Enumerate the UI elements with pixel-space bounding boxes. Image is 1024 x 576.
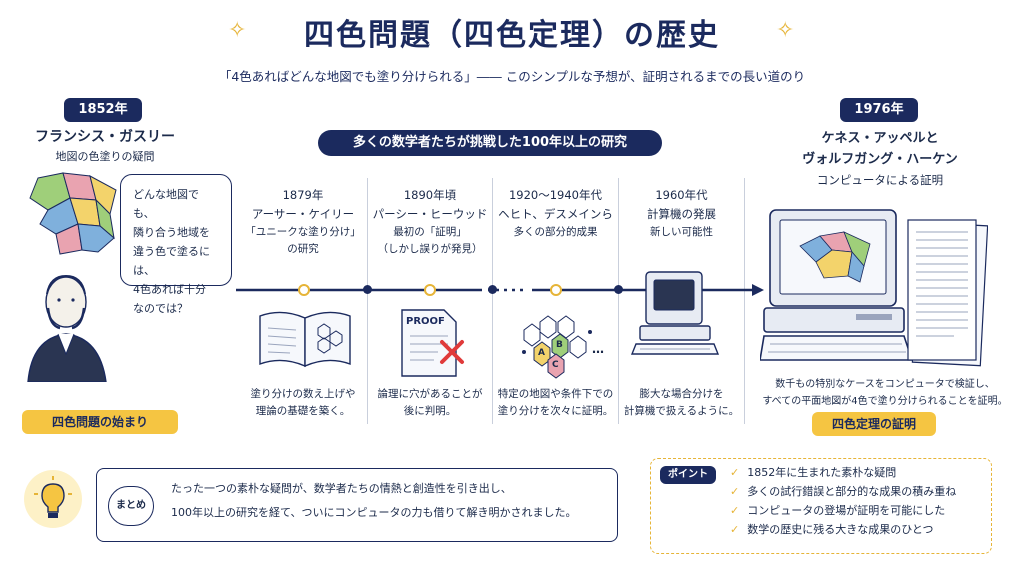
column-1879: 1879年 アーサー・ケイリー 「ユニークな塗り分け」 の研究 — [243, 186, 363, 258]
timeline-line — [236, 284, 764, 296]
summary-tag: まとめ — [108, 486, 154, 526]
detail-line: 塗り分けの数え上げや — [250, 388, 356, 400]
error-cross-icon — [440, 340, 464, 364]
check-icon: ✓ — [730, 485, 740, 498]
hexagon-graph-icon: A B C … — [504, 312, 614, 380]
column-1960: 1960年代 計算機の発展 新しい可能性 — [620, 186, 743, 241]
column-divider — [618, 178, 619, 424]
bubble-line: 隣り合う地域を — [133, 226, 210, 239]
column-year: 1879年 — [282, 188, 324, 202]
column-line: 新しい可能性 — [650, 226, 713, 238]
hex-label-c: C — [552, 360, 559, 370]
column-year: 1960年代 — [655, 188, 708, 202]
page-title: 四色問題（四色定理）の歴史 — [304, 18, 720, 53]
column-divider — [492, 178, 493, 424]
column-1890: 1890年頃 パーシー・ヒーウッド 最初の「証明」 （しかし誤りが発見） — [369, 186, 491, 258]
points-tag: ポイント — [660, 466, 716, 484]
point-item: ✓ コンピュータの登場が証明を可能にした — [730, 501, 986, 520]
proof-label: PROOF — [406, 316, 445, 327]
timeline-dot — [363, 285, 372, 294]
hex-label-a: A — [538, 348, 545, 358]
timeline-marker-1890 — [424, 284, 436, 296]
point-text: 1852年に生まれた素朴な疑問 — [747, 466, 897, 479]
column-line: パーシー・ヒーウッド — [372, 207, 488, 221]
point-text: コンピュータの登場が証明を可能にした — [747, 504, 946, 517]
hex-label-b: B — [556, 340, 563, 350]
point-item: ✓ 数学の歴史に残る大きな成果のひとつ — [730, 520, 986, 539]
year-badge-1852: 1852年 — [64, 98, 142, 122]
page-subtitle: 「4色あればどんな地図でも塗り分けられる」―― このシンプルな予想が、証明される… — [218, 69, 806, 84]
column-1920-detail: 特定の地図や条件下での 塗り分けを次々に証明。 — [494, 386, 617, 420]
column-1890-detail: 論理に穴があることが 後に判明。 — [369, 386, 491, 420]
point-text: 多くの試行錯誤と部分的な成果の積み重ね — [747, 485, 957, 498]
research-banner: 多くの数学者たちが挑戦した100年以上の研究 — [318, 130, 662, 156]
map-illustration-icon — [29, 172, 117, 255]
proof-label-badge: 四色定理の証明 — [812, 412, 936, 436]
column-line: 「ユニークな塗り分け」 — [245, 226, 361, 238]
guthrie-name: フランシス・ガスリー — [35, 129, 175, 145]
column-line: 計算機の発展 — [647, 207, 716, 221]
point-text: 数学の歴史に残る大きな成果のひとつ — [747, 523, 934, 536]
timeline-dot — [614, 285, 623, 294]
points-list: ✓ 1852年に生まれた素朴な疑問 ✓ 多くの試行錯誤と部分的な成果の積み重ね ✓ コ… — [730, 463, 986, 539]
column-line: 多くの部分的成果 — [513, 226, 598, 238]
hex-more: … — [592, 342, 604, 356]
bubble-line: どんな地図でも、 — [133, 188, 199, 220]
summary-line: 100年以上の研究を経て、ついにコンピュータの力も借りて解き明かされました。 — [171, 506, 577, 519]
bubble-line: なのでは？ — [133, 302, 188, 315]
detail-line: 特定の地図や条件下での — [497, 388, 614, 400]
guthrie-speech-bubble: どんな地図でも、 隣り合う地域を 違う色で塗るには、 4色あれば十分 なのでは？ — [120, 174, 232, 315]
detail-line: すべての平面地図が4色で塗り分けられることを証明。 — [762, 396, 1008, 407]
timeline-marker-1920 — [550, 284, 562, 296]
bubble-line: 4色あれば十分 — [133, 283, 206, 296]
detail-line: 膨大な場合分けを — [639, 388, 724, 400]
check-icon: ✓ — [730, 523, 740, 536]
year-badge-1976: 1976年 — [840, 98, 918, 122]
detail-line: 計算機で扱えるように。 — [623, 405, 740, 417]
detail-line: 塗り分けを次々に証明。 — [497, 405, 614, 417]
column-line: 最初の「証明」 — [393, 226, 467, 238]
column-1879-detail: 塗り分けの数え上げや 理論の基礎を築く。 — [243, 386, 363, 420]
point-item: ✓ 多くの試行錯誤と部分的な成果の積み重ね — [730, 482, 986, 501]
guthrie-portrait-icon — [27, 274, 107, 382]
appel-name: ケネス・アッペルと — [821, 131, 939, 146]
detail-line: 論理に穴があることが — [377, 388, 483, 400]
point-item: ✓ 1852年に生まれた素朴な疑問 — [730, 463, 986, 482]
column-line: の研究 — [287, 243, 319, 255]
column-divider — [744, 178, 745, 424]
open-book-icon — [259, 311, 351, 368]
haken-name: ヴォルフガング・ハーケン — [802, 152, 958, 167]
timeline-dot — [488, 285, 497, 294]
column-year: 1890年頃 — [403, 188, 457, 202]
detail-line: 後に判明。 — [403, 405, 457, 417]
proof-document-icon — [907, 219, 988, 367]
column-year: 1920〜1940年代 — [508, 188, 603, 202]
check-icon: ✓ — [730, 466, 740, 479]
column-divider — [367, 178, 368, 424]
column-1960-detail: 膨大な場合分けを 計算機で扱えるように。 — [620, 386, 743, 420]
appel-haken-detail: 数千もの特別なケースをコンピュータで検証し、 すべての平面地図が4色で塗り分けら… — [752, 376, 1018, 410]
guthrie-desc: 地図の色塗りの疑問 — [55, 150, 155, 163]
old-computer-icon — [630, 271, 720, 355]
detail-line: 理論の基礎を築く。 — [255, 405, 351, 417]
lightbulb-icon — [24, 470, 82, 528]
sparkle-left-icon: ✧ — [228, 18, 247, 43]
summary-box: たった一つの素朴な疑問が、数学者たちの情熱と創造性を引き出し、 100年以上の研… — [96, 468, 618, 542]
appel-haken-desc: コンピュータによる証明 — [816, 173, 944, 187]
column-1920-1940: 1920〜1940年代 ヘヒト、デスメインら 多くの部分的成果 — [494, 186, 617, 241]
timeline-marker-1879 — [298, 284, 310, 296]
check-icon: ✓ — [730, 504, 740, 517]
modern-computer-icon — [760, 209, 914, 361]
start-label: 四色問題の始まり — [22, 410, 178, 434]
column-line: ヘヒト、デスメインら — [498, 207, 613, 221]
detail-line: 数千もの特別なケースをコンピュータで検証し、 — [775, 379, 995, 390]
sparkle-right-icon: ✧ — [776, 18, 795, 43]
summary-line: たった一つの素朴な疑問が、数学者たちの情熱と創造性を引き出し、 — [171, 482, 512, 495]
points-box — [650, 458, 992, 554]
column-line: アーサー・ケイリー — [251, 207, 355, 221]
column-line: （しかし誤りが発見） — [377, 243, 483, 255]
bubble-line: 違う色で塗るには、 — [133, 245, 210, 277]
